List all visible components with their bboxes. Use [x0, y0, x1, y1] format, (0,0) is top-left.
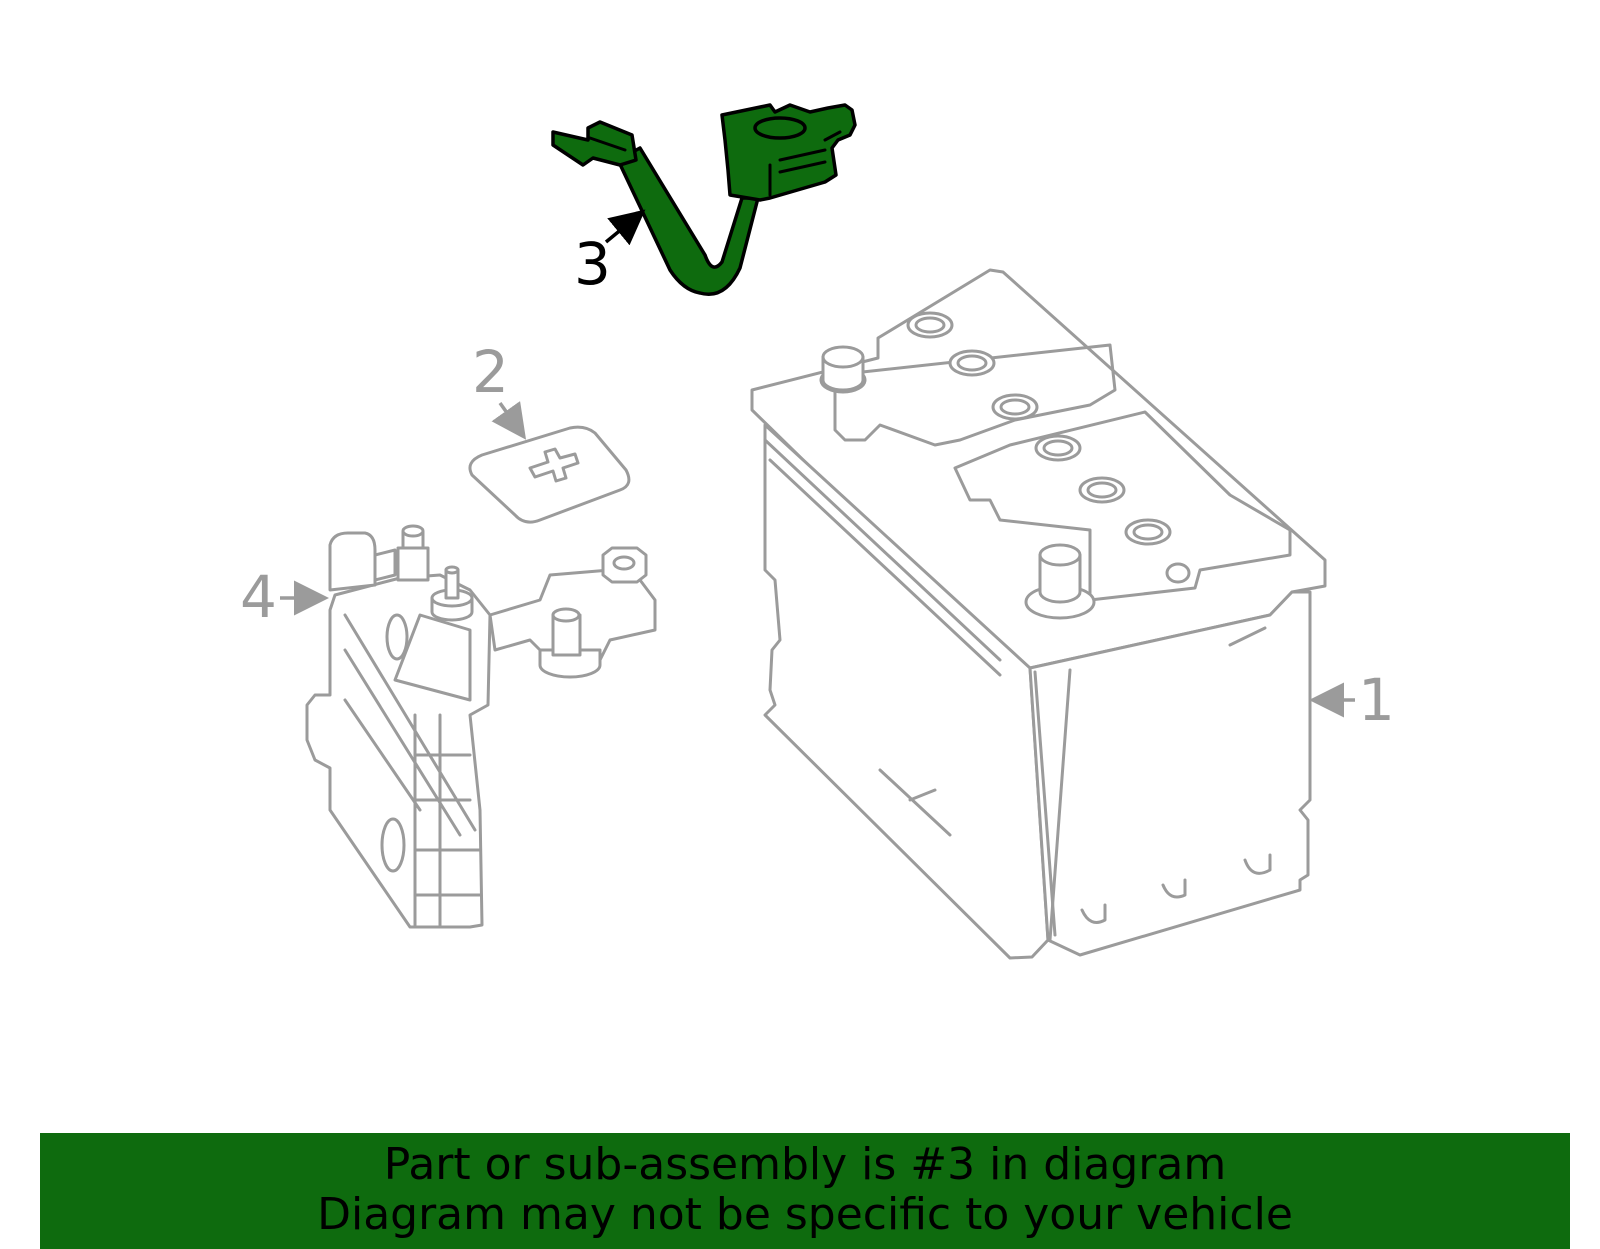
banner-line-part-number: Part or sub-assembly is #3 in diagram: [383, 1139, 1227, 1190]
battery-cable-part-3[interactable]: [551, 103, 857, 296]
battery-part-1[interactable]: [750, 268, 1327, 960]
callout-arrow-3: [604, 209, 646, 246]
terminal-block-part-4[interactable]: [305, 524, 657, 929]
callout-arrow-2: [491, 401, 527, 440]
callout-label-4: 4: [240, 563, 277, 631]
info-banner: Part or sub-assembly is #3 in diagram Di…: [40, 1133, 1570, 1249]
callout-label-3: 3: [574, 230, 611, 298]
banner-line-disclaimer: Diagram may not be specific to your vehi…: [317, 1189, 1293, 1240]
callout-label-2: 2: [472, 338, 509, 406]
banner-background: [40, 1133, 1570, 1249]
terminal-cover-part-2[interactable]: [468, 425, 631, 524]
callout-label-1: 1: [1358, 666, 1395, 734]
